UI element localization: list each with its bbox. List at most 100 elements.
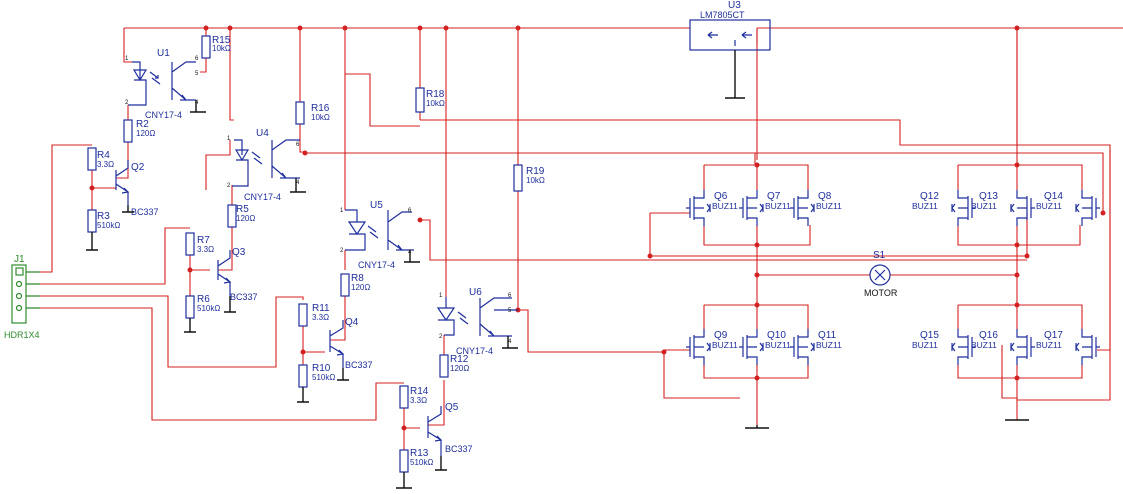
mosfet-label: Q9: [714, 330, 728, 341]
svg-text:1: 1: [227, 136, 231, 142]
svg-text:4: 4: [296, 180, 300, 186]
mosfet-part: BUZ11: [712, 340, 738, 350]
mosfet-part: BUZ11: [816, 201, 842, 211]
svg-text:R14: R14: [410, 386, 429, 397]
mosfet-label: Q14: [1044, 191, 1063, 202]
resistor-r12: R12 120Ω: [439, 354, 469, 378]
resistor-r3: R3 510kΩ: [86, 209, 120, 251]
mosfet-part: BUZ11: [912, 201, 938, 211]
svg-text:1: 1: [439, 293, 443, 299]
optocoupler-u4: U4 CNY17-4 1 2 6 4: [227, 128, 306, 202]
mosfet-label: Q6: [714, 191, 728, 202]
mosfet-part: BUZ11: [816, 340, 842, 350]
optocoupler-u6: U6 CNY17-4 1 2 6 5 4: [436, 287, 518, 356]
svg-text:R2: R2: [136, 119, 149, 130]
svg-text:Q5: Q5: [445, 402, 459, 413]
svg-text:510kΩ: 510kΩ: [410, 458, 433, 467]
svg-text:6: 6: [296, 142, 300, 148]
svg-text:120Ω: 120Ω: [351, 283, 370, 292]
svg-text:4: 4: [195, 100, 199, 106]
transistor-q2: Q2 BC337: [115, 160, 159, 217]
u6-part: CNY17-4: [456, 346, 493, 356]
svg-text:2: 2: [340, 248, 344, 254]
resistor-r13: R13 510kΩ: [396, 448, 433, 489]
u5-label: U5: [370, 200, 383, 211]
svg-text:Q3: Q3: [232, 247, 246, 258]
resistor-r16: R16 10kΩ: [295, 101, 330, 125]
svg-text:R10: R10: [312, 363, 331, 374]
mosfet-label: Q12: [920, 191, 939, 202]
svg-text:BC337: BC337: [230, 292, 258, 302]
transistor-q3: Q3 BC337: [217, 247, 258, 313]
svg-text:R4: R4: [97, 150, 110, 161]
mosfet-part: BUZ11: [712, 201, 738, 211]
svg-text:R6: R6: [197, 294, 210, 305]
svg-text:Q4: Q4: [345, 317, 359, 328]
svg-text:BC337: BC337: [445, 444, 473, 454]
svg-text:2: 2: [125, 100, 129, 106]
u4-label: U4: [256, 128, 269, 139]
svg-text:510kΩ: 510kΩ: [197, 304, 220, 313]
svg-text:MOTOR: MOTOR: [864, 288, 898, 298]
resistor-r14: R14 3.3Ω: [399, 385, 429, 409]
svg-text:10kΩ: 10kΩ: [212, 44, 231, 53]
svg-text:2: 2: [227, 183, 231, 189]
mosfet-label: Q13: [979, 191, 998, 202]
svg-text:4: 4: [408, 250, 412, 256]
svg-text:10kΩ: 10kΩ: [526, 176, 545, 185]
ground-symbol: [745, 425, 769, 429]
mosfet-part: BUZ11: [765, 201, 791, 211]
svg-text:510kΩ: 510kΩ: [312, 373, 335, 382]
svg-text:R16: R16: [311, 103, 330, 114]
svg-text:4: 4: [508, 339, 512, 345]
svg-text:BC337: BC337: [131, 207, 159, 217]
resistor-r8: R8 120Ω: [340, 273, 370, 297]
svg-text:120Ω: 120Ω: [450, 364, 469, 373]
resistor-r19: R19 10kΩ: [513, 164, 545, 192]
u4-part: CNY17-4: [244, 192, 281, 202]
svg-text:6: 6: [408, 208, 412, 214]
svg-text:BC337: BC337: [345, 360, 373, 370]
svg-text:3.3Ω: 3.3Ω: [410, 396, 427, 405]
mosfet-part: BUZ11: [765, 340, 791, 350]
u6-label: U6: [469, 287, 482, 298]
resistor-r11: R11 3.3Ω: [298, 303, 330, 327]
resistor-r7: R7 3.3Ω: [185, 232, 214, 256]
svg-text:6: 6: [195, 56, 199, 62]
mosfet-label: Q15: [920, 330, 939, 341]
mosfet-label: Q7: [767, 191, 781, 202]
svg-text:R5: R5: [236, 204, 249, 215]
mosfet-label: Q10: [767, 330, 786, 341]
regulator-u3: U3 LM7805CT: [689, 0, 771, 99]
mosfet-label: Q8: [818, 191, 832, 202]
optocoupler-u5: U5 CNY17-4 1 2 6 4: [340, 200, 420, 270]
svg-text:R19: R19: [526, 166, 545, 177]
resistor-r4: R4 3.3Ω: [87, 147, 114, 171]
resistor-r15: R15 10kΩ: [201, 35, 231, 59]
wire-junctions: [89, 25, 1106, 431]
mosfet-array: Q6BUZ11Q7BUZ11Q8BUZ11Q9BUZ11Q10BUZ11Q11B…: [686, 190, 1100, 365]
svg-text:3.3Ω: 3.3Ω: [97, 160, 114, 169]
u3-part: LM7805CT: [700, 10, 745, 20]
svg-text:5: 5: [195, 71, 199, 77]
resistor-r18: R18 10kΩ: [415, 87, 445, 113]
svg-text:Q2: Q2: [131, 162, 145, 173]
mosfet-part: BUZ11: [971, 340, 997, 350]
svg-text:R7: R7: [197, 235, 210, 246]
svg-text:120Ω: 120Ω: [136, 129, 155, 138]
mosfet-part: BUZ11: [1036, 340, 1062, 350]
svg-text:HDR1X4: HDR1X4: [4, 330, 40, 340]
mosfet-label: Q11: [818, 330, 837, 341]
mosfet-part: BUZ11: [1036, 201, 1062, 211]
transistor-q4: Q4 BC337: [329, 317, 373, 381]
svg-text:6: 6: [508, 293, 512, 299]
svg-text:5: 5: [508, 308, 512, 314]
